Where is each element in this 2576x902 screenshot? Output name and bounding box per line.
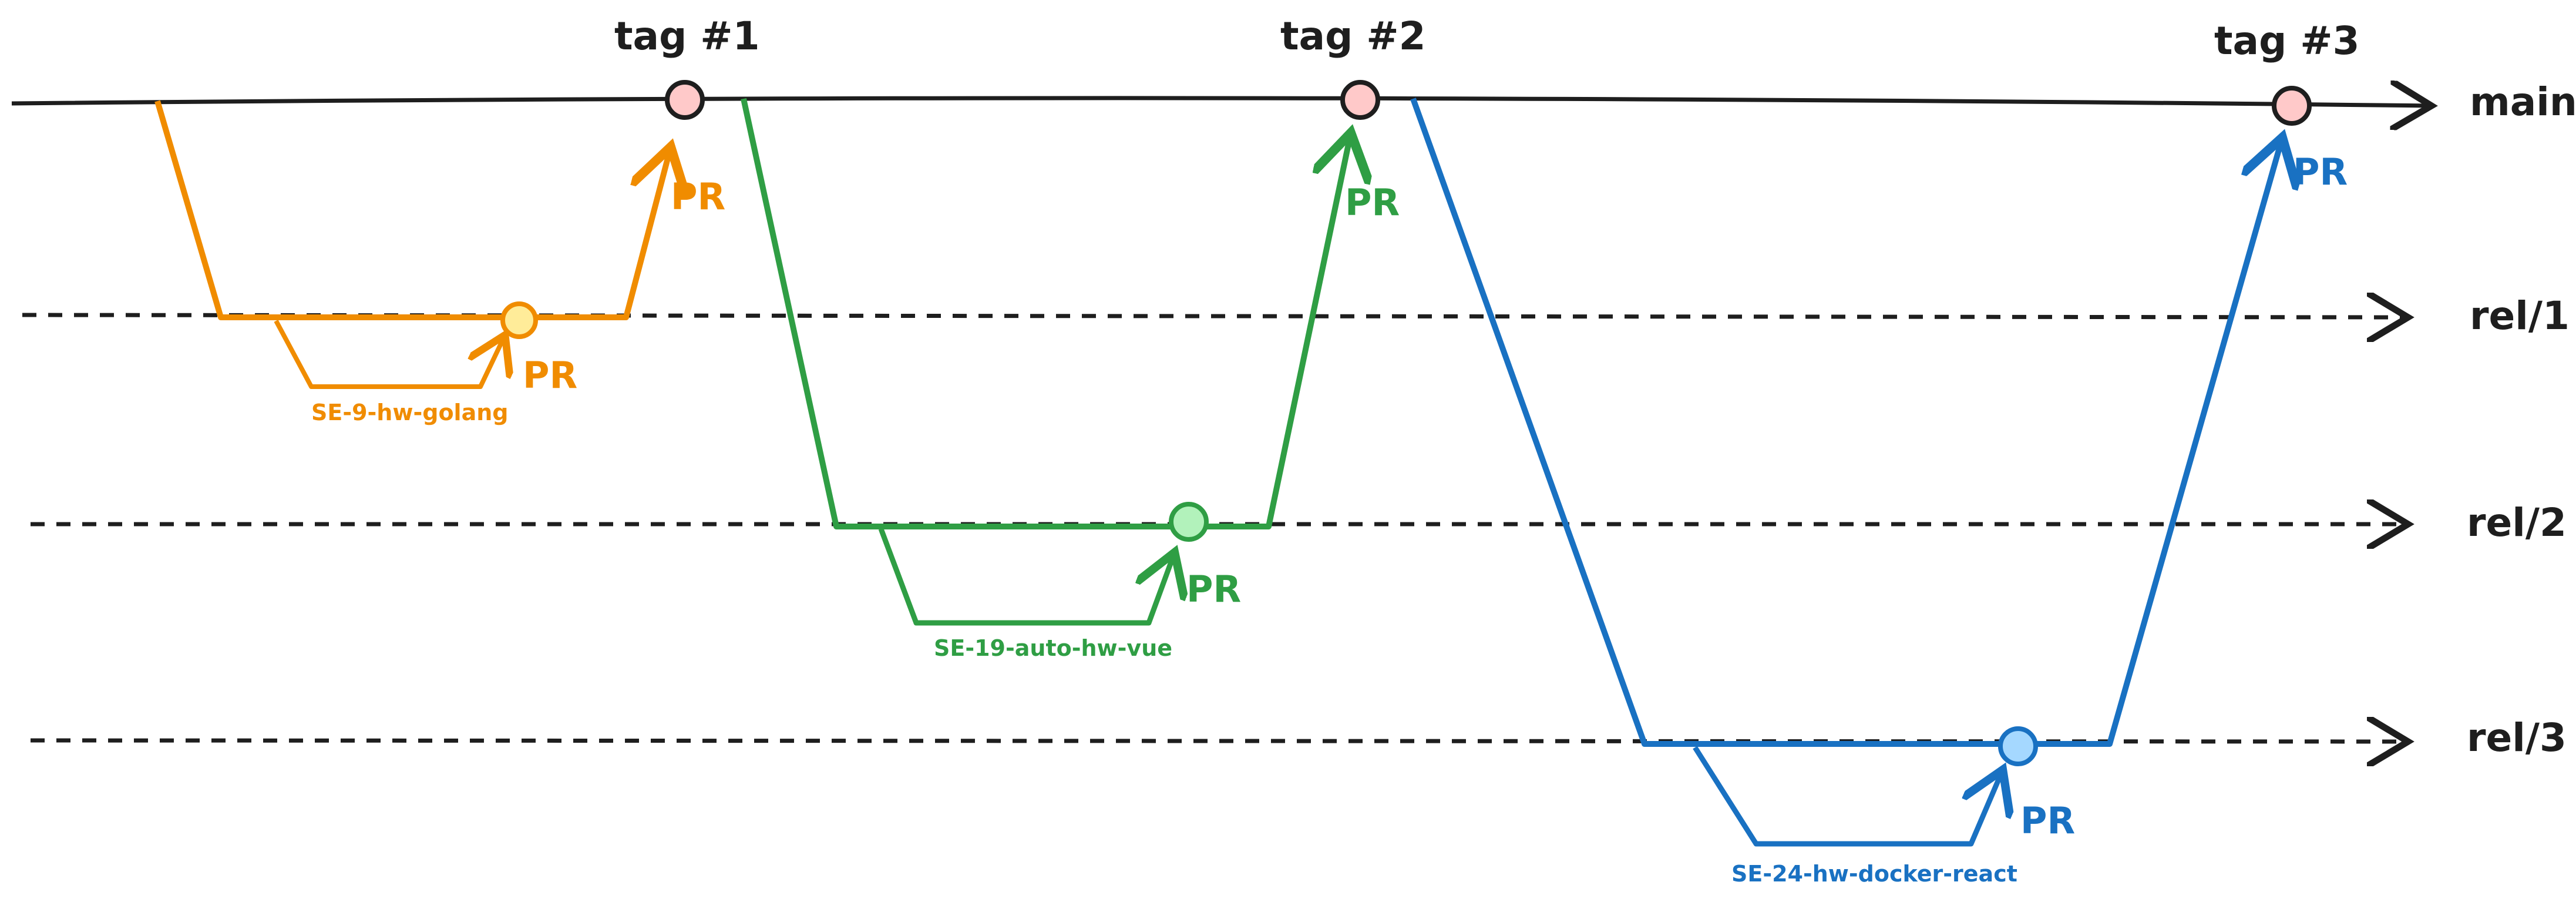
flow-2-pr-label: PR bbox=[1186, 568, 1241, 611]
flow-3-merge-label: PR bbox=[2293, 150, 2348, 193]
lane-label-rel3: rel/3 bbox=[2467, 715, 2567, 760]
flow-3-feature-commit bbox=[1998, 726, 2038, 766]
flow-2-merge-label: PR bbox=[1345, 181, 1400, 224]
flow-1-merge-label: PR bbox=[671, 175, 725, 218]
flow-2-release-branch bbox=[741, 98, 1351, 529]
lane-line-rel3 bbox=[30, 740, 2408, 742]
flow-2-feature-branch bbox=[878, 528, 1175, 626]
flow-1-branch-name: SE-9-hw-golang bbox=[311, 400, 508, 425]
tag-3-commit bbox=[2272, 86, 2312, 126]
lane-label-rel1: rel/1 bbox=[2470, 293, 2570, 338]
flow-3: PR PR SE-24-hw-docker-react bbox=[1410, 98, 2348, 887]
flow-1-release-branch bbox=[154, 100, 671, 320]
flow-3-branch-name: SE-24-hw-docker-react bbox=[1731, 861, 2017, 887]
main-line bbox=[11, 98, 2432, 106]
flow-1-feature-commit bbox=[500, 301, 538, 339]
flow-1-pr-label: PR bbox=[523, 354, 577, 397]
flow-1-feature-branch bbox=[274, 320, 505, 389]
flow-2-branch-name: SE-19-auto-hw-vue bbox=[934, 635, 1172, 661]
tag-3-label: tag #3 bbox=[2214, 18, 2360, 63]
flow-2: PR PR SE-19-auto-hw-vue bbox=[741, 98, 1400, 661]
flow-1: PR PR SE-9-hw-golang bbox=[154, 100, 725, 425]
tag-2-commit bbox=[1340, 80, 1380, 120]
flow-3-release-branch bbox=[1410, 98, 2282, 747]
flow-2-feature-commit bbox=[1169, 502, 1209, 542]
flow-3-feature-branch bbox=[1693, 746, 2003, 847]
tag-2-label: tag #2 bbox=[1280, 14, 1426, 59]
flow-3-pr-label: PR bbox=[2020, 799, 2075, 842]
lane-label-rel2: rel/2 bbox=[2467, 500, 2567, 545]
lane-label-main: main bbox=[2470, 79, 2576, 125]
tag-1-commit bbox=[665, 80, 705, 120]
tag-1-label: tag #1 bbox=[614, 14, 760, 59]
